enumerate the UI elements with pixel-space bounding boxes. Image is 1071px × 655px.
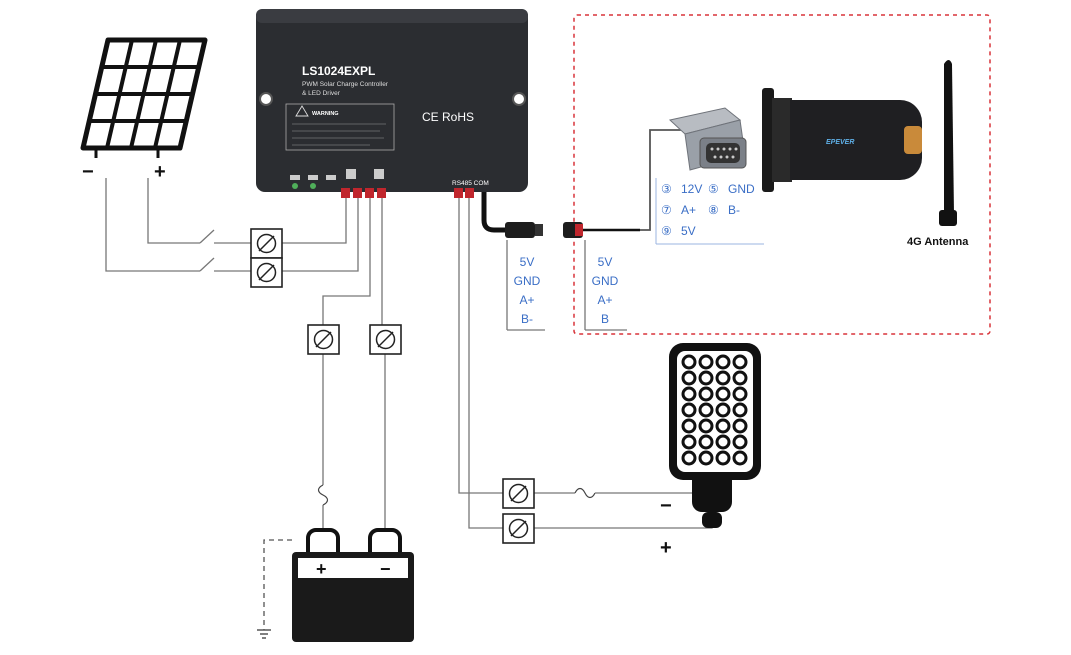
4g-modem: EPEVER <box>762 88 922 192</box>
lamp-led <box>732 434 748 450</box>
pin-label: GND <box>514 274 541 288</box>
battery-wiring <box>317 196 386 530</box>
antenna-label: 4G Antenna <box>907 236 969 248</box>
pin-number: ⑦ <box>661 203 672 217</box>
pin-label: 12V <box>681 182 702 196</box>
battery: + − <box>257 528 414 642</box>
controller-subtitle-1: PWM Solar Charge Controller <box>302 81 389 88</box>
solar-plus-sign: + <box>154 161 166 183</box>
lamp-led <box>715 418 731 434</box>
lamp-minus-sign: − <box>660 495 672 517</box>
load-fuse <box>574 487 596 499</box>
lamp-led <box>715 386 731 402</box>
pin-label: A+ <box>519 293 534 307</box>
solar-charge-controller: LS1024EXPL PWM Solar Charge Controller &… <box>256 9 528 198</box>
lamp-led <box>732 450 748 466</box>
lamp-led <box>732 402 748 418</box>
pin-label: GND <box>592 274 619 288</box>
lamp-led <box>715 450 731 466</box>
lamp-plus-sign: + <box>660 537 672 559</box>
antenna-icon <box>939 60 957 226</box>
pin-label: B <box>601 312 609 326</box>
battery-plus-sign: + <box>316 559 327 579</box>
connector-left-pins: 5V GND A+ B- <box>514 255 541 326</box>
pin-label: GND <box>728 182 755 196</box>
modem-group-border <box>573 14 991 335</box>
lamp-led <box>715 434 731 450</box>
pin-label: B- <box>728 203 740 217</box>
warning-panel: WARNING <box>285 103 395 151</box>
battery-minus-sign: − <box>380 559 391 579</box>
lamp-led <box>715 402 731 418</box>
rs485-cable <box>481 192 506 233</box>
pin-number: ⑨ <box>661 224 672 238</box>
pin-number: ⑤ <box>708 182 719 196</box>
battery-fuse <box>317 484 329 506</box>
lamp-led <box>698 370 714 386</box>
solar-panel: − + <box>80 37 208 183</box>
pin-label: A+ <box>681 203 696 217</box>
lamp-led <box>681 370 697 386</box>
lamp-led <box>681 402 697 418</box>
db9-connector <box>668 107 747 171</box>
lamp-led <box>698 402 714 418</box>
lamp-led <box>732 354 748 370</box>
rs485-plug-right <box>563 222 640 238</box>
controller-subtitle-2: & LED Driver <box>302 90 341 97</box>
pin-label: 5V <box>520 255 535 269</box>
lamp-led <box>698 354 714 370</box>
lamp-led <box>681 418 697 434</box>
rs485-label: RS485 COM <box>452 180 489 187</box>
controller-model: LS1024EXPL <box>302 64 375 78</box>
controller-terminals <box>341 188 474 198</box>
lamp-led <box>732 370 748 386</box>
terminal-block-load <box>502 478 535 544</box>
pin-label: 5V <box>598 255 613 269</box>
lamp-led <box>698 386 714 402</box>
modem-brand: EPEVER <box>826 139 854 146</box>
pin-number: ⑧ <box>708 203 719 217</box>
ce-rohs-marks: CE RoHS <box>422 110 474 124</box>
lamp-led <box>681 434 697 450</box>
terminal-block-battery <box>307 324 402 355</box>
pin-number: ③ <box>661 182 672 196</box>
pin-label: B- <box>521 312 533 326</box>
connector-right-pins: 5V GND A+ B <box>592 255 619 326</box>
db9-pinout: ③ 12V ⑤ GND ⑦ A+ ⑧ B- ⑨ 5V <box>655 178 764 245</box>
lamp-led <box>732 418 748 434</box>
lamp-led <box>732 386 748 402</box>
led-lamp <box>669 343 761 528</box>
ground-icon <box>257 629 271 639</box>
lamp-led <box>681 450 697 466</box>
rs485-plug-left <box>505 222 543 238</box>
lamp-led <box>698 434 714 450</box>
pin-label: 5V <box>681 224 696 238</box>
pin-label: A+ <box>597 293 612 307</box>
lamp-led <box>715 370 731 386</box>
lamp-led <box>681 354 697 370</box>
lamp-led <box>698 450 714 466</box>
lamp-led <box>715 354 731 370</box>
warning-text: WARNING <box>312 111 339 117</box>
lamp-led <box>681 386 697 402</box>
lamp-led <box>698 418 714 434</box>
solar-wiring <box>105 178 359 272</box>
terminal-block-solar <box>250 228 283 288</box>
solar-minus-sign: − <box>82 161 94 183</box>
